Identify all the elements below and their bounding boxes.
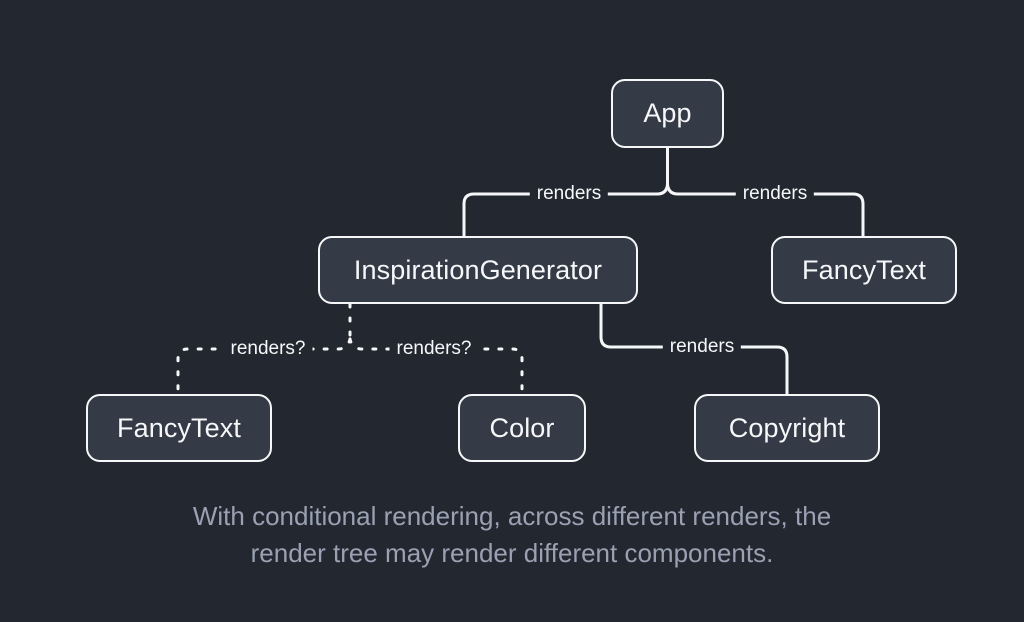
node-app[interactable]: App: [611, 79, 724, 148]
node-inspiration-generator-label: InspirationGenerator: [353, 254, 603, 285]
edge-label-app-to-inspiration-generator: renders: [529, 184, 609, 204]
node-fancytext-left-label: FancyText: [117, 412, 241, 443]
edge-inspiration-generator-to-color: [348, 337, 524, 396]
caption-line-1: With conditional rendering, across diffe…: [192, 501, 832, 531]
edge-app-to-fancytext-right: [666, 182, 865, 238]
node-copyright-label: Copyright: [728, 412, 846, 443]
edge-label-inspiration-generator-to-fancytext-left: renders?: [223, 339, 313, 359]
node-fancytext-right-label: FancyText: [802, 254, 926, 285]
edge-label-inspiration-generator-to-color: renders?: [389, 339, 479, 359]
node-inspiration-generator[interactable]: InspirationGenerator: [318, 236, 638, 304]
node-app-label: App: [643, 98, 692, 128]
edge-inspiration-generator-to-fancytext-left: [176, 337, 352, 396]
diagram-caption: With conditional rendering, across diffe…: [0, 498, 1024, 572]
edge-label-inspiration-generator-to-copyright: renders: [662, 337, 742, 357]
edge-label-app-to-fancytext-right: renders: [735, 184, 815, 204]
node-color[interactable]: Color: [458, 394, 586, 462]
node-fancytext-left[interactable]: FancyText: [86, 394, 272, 462]
node-fancytext-right[interactable]: FancyText: [771, 236, 957, 304]
node-color-label: Color: [489, 412, 555, 443]
caption-line-2: render tree may render different compone…: [250, 538, 774, 568]
edge-app-to-inspiration-generator: [462, 182, 669, 238]
node-copyright[interactable]: Copyright: [694, 394, 880, 462]
